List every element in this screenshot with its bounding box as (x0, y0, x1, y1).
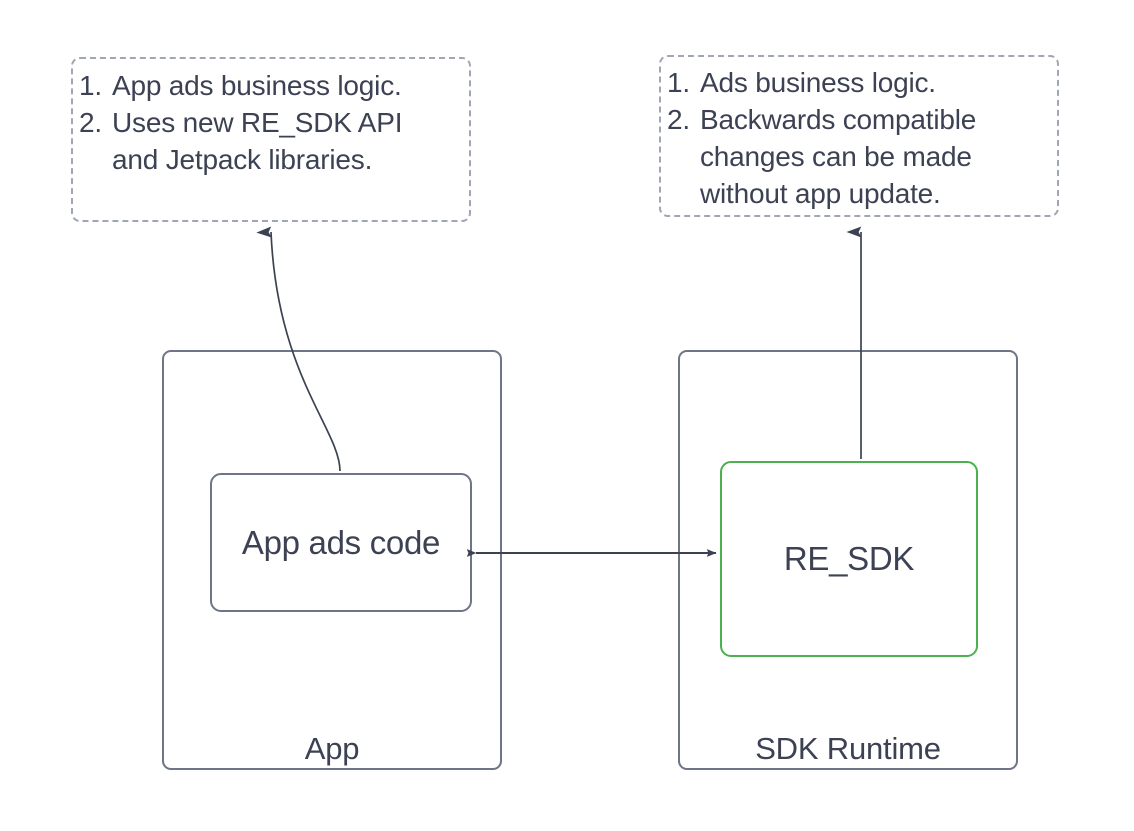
app-callout-box: 1. App ads business logic. 2. Uses new R… (71, 57, 471, 222)
app-callout-item-1-text: App ads business logic. (112, 70, 402, 101)
sdk-callout-item-2-text: Backwards compatible changes can be made… (700, 104, 977, 209)
app-callout-item-2-number: 2. (79, 107, 102, 138)
app-ads-code-label: App ads code (241, 523, 441, 561)
app-callout-item-2-text: Uses new RE_SDK API and Jetpack librarie… (112, 107, 403, 175)
re-sdk-label: RE_SDK (783, 540, 915, 577)
sdk-callout-item-2-number: 2. (667, 104, 690, 135)
app-callout-list: 1. App ads business logic. 2. Uses new R… (79, 67, 463, 178)
app-ads-code-box: App ads code (210, 473, 472, 612)
sdk-runtime-container-label: SDK Runtime (755, 731, 941, 766)
app-callout-item-1: 1. App ads business logic. (79, 67, 463, 104)
sdk-callout-item-2: 2. Backwards compatible changes can be m… (667, 101, 1051, 212)
re-sdk-box: RE_SDK (720, 461, 978, 657)
sdk-callout-item-1-text: Ads business logic. (700, 67, 936, 98)
sdk-callout-list: 1. Ads business logic. 2. Backwards comp… (667, 64, 1051, 212)
sdk-callout-item-1: 1. Ads business logic. (667, 64, 1051, 101)
sdk-callout-item-1-number: 1. (667, 67, 690, 98)
app-callout-item-1-number: 1. (79, 70, 102, 101)
sdk-callout-box: 1. Ads business logic. 2. Backwards comp… (659, 55, 1059, 217)
app-callout-item-2: 2. Uses new RE_SDK API and Jetpack libra… (79, 104, 463, 178)
app-container-label: App (304, 731, 360, 766)
